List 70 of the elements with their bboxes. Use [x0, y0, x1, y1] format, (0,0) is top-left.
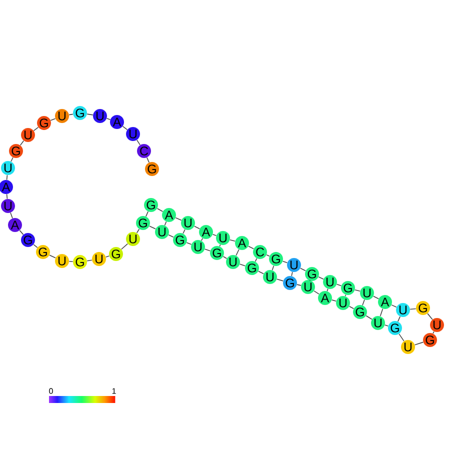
base-pair-line — [182, 229, 186, 234]
base-pair-line — [254, 258, 258, 262]
backbone-line — [414, 342, 424, 346]
backbone-line — [10, 212, 13, 219]
backbone-line — [276, 278, 284, 282]
backbone-line — [332, 300, 336, 302]
backbone-line — [49, 254, 56, 258]
backbone-line — [318, 276, 324, 280]
backbone-line — [122, 126, 128, 130]
base-pair-line — [164, 221, 167, 226]
backbone-line — [230, 239, 236, 242]
base-pair-line — [219, 244, 221, 247]
backbone-line — [300, 268, 306, 272]
backbone-line — [336, 284, 342, 286]
backbone-line — [410, 308, 416, 310]
backbone-line — [204, 248, 211, 252]
backbone-line — [146, 157, 150, 163]
backbone-line — [33, 126, 39, 132]
backbone-line — [314, 290, 320, 294]
backbone-line — [222, 256, 228, 259]
backbone-line — [33, 244, 38, 248]
base-pair-line — [362, 299, 365, 306]
base-pair-line — [380, 308, 384, 317]
backbone-line — [258, 270, 264, 274]
backbone-line — [20, 140, 24, 146]
backbone-line — [384, 324, 388, 326]
backbone-line — [50, 118, 56, 121]
backbone-line — [194, 226, 200, 230]
backbone-line — [427, 313, 433, 320]
backbone-line — [136, 140, 140, 146]
backbone-line — [373, 296, 379, 300]
backbone-line — [391, 304, 397, 308]
base-pair-line — [146, 211, 148, 217]
backbone-line — [186, 242, 192, 245]
backbone-line — [6, 174, 8, 180]
backbone-line — [366, 315, 372, 320]
backbone-line — [19, 230, 24, 235]
base-pair-line — [291, 272, 293, 276]
backbone-line — [106, 256, 110, 258]
base-pair-line — [344, 294, 346, 297]
backbone-line — [68, 261, 74, 262]
backbone-line — [175, 217, 182, 221]
backbone-line — [266, 254, 270, 257]
backbone-line — [6, 194, 8, 200]
backbone-line — [86, 114, 94, 116]
base-pair-line — [200, 238, 204, 242]
base-pair-line — [326, 288, 328, 292]
backbone-line — [239, 264, 246, 266]
backbone-line — [248, 246, 254, 250]
backbone-line — [348, 306, 354, 310]
base-pair-line — [398, 316, 400, 322]
backbone-line — [10, 157, 14, 162]
backbone-line — [121, 243, 128, 250]
base-pair-line — [272, 265, 274, 271]
backbone-line — [168, 234, 174, 238]
backbone-line — [212, 234, 217, 236]
backbone-line — [106, 118, 111, 120]
backbone-line — [156, 208, 164, 212]
backbone-line — [149, 226, 156, 230]
scale-label: 0 — [49, 388, 53, 394]
backbone-line — [136, 228, 140, 234]
backbone-line — [354, 289, 360, 292]
backbone-line — [86, 260, 92, 262]
base-pair-line — [236, 249, 240, 256]
backbone-line — [282, 260, 288, 264]
backbone-line — [296, 284, 302, 286]
scale-label: 1 — [112, 388, 116, 394]
backbone-line — [68, 114, 74, 116]
backbone-line — [398, 334, 404, 342]
backbone-line — [432, 331, 434, 334]
